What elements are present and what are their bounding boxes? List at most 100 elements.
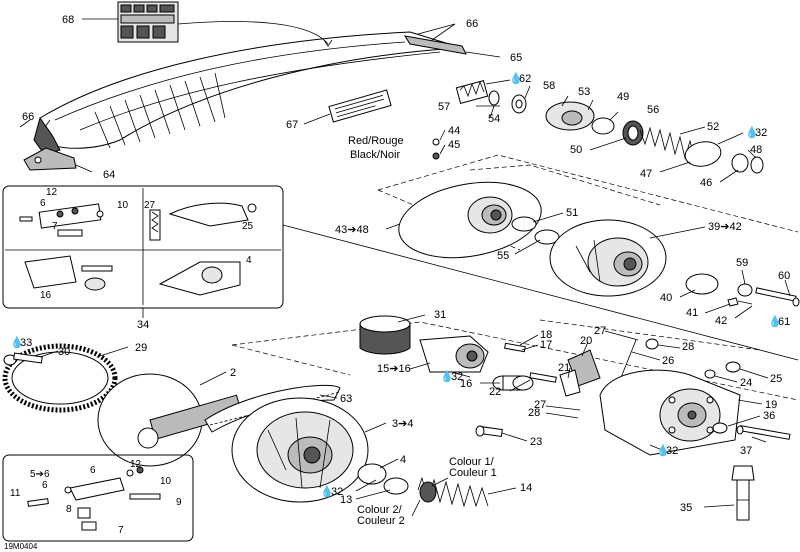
drop-icon: 💧	[320, 485, 334, 498]
callout-10: 10	[160, 476, 172, 487]
leader-lines	[19, 18, 791, 517]
ring-46	[731, 153, 749, 173]
callout-5-6: 5➔6	[30, 469, 50, 480]
callout-53: 53	[578, 86, 590, 98]
callout-42: 42	[715, 315, 727, 327]
colour-2-label-line2: Couleur 2	[357, 515, 405, 527]
bracket-64	[23, 147, 77, 171]
callout-6: 6	[90, 465, 96, 476]
drop-icon: 💧	[745, 126, 759, 139]
callout-50: 50	[570, 144, 582, 156]
drop-icon: 💧	[656, 444, 670, 457]
inset-box-34	[2, 185, 799, 361]
colour-2-label-line1: Colour 2/	[357, 504, 403, 516]
callout-25: 25	[770, 373, 782, 385]
callout-7: 7	[52, 221, 58, 232]
callout-61: 61	[778, 316, 790, 328]
inset-parts-topright	[149, 202, 257, 241]
spring-14	[417, 476, 489, 508]
callout-15-16: 15➔16	[377, 363, 411, 375]
callout-2: 2	[230, 367, 236, 379]
guard-ribs	[94, 72, 226, 149]
cover-31	[359, 315, 411, 355]
callout-34: 34	[137, 319, 149, 331]
washer-36	[712, 422, 728, 434]
callout-12: 12	[130, 459, 142, 470]
callout-62: 62	[519, 73, 531, 85]
callout-40: 40	[660, 292, 672, 304]
callout-63: 63	[340, 393, 352, 405]
callout-12: 12	[46, 187, 58, 198]
callout-65: 65	[510, 52, 522, 64]
decal-68	[117, 1, 333, 47]
drop-icon: 💧	[440, 370, 454, 383]
moveable-half-3-4	[231, 397, 369, 503]
ring-40	[685, 273, 719, 295]
callout-20: 20	[580, 335, 592, 347]
ring-56	[591, 117, 615, 135]
bolt-60	[755, 287, 800, 307]
drop-icon: 💧	[10, 336, 24, 349]
bolt-22	[529, 372, 557, 383]
callout-39-42: 39➔42	[708, 221, 742, 233]
callout-58: 58	[543, 80, 555, 92]
callout-16: 16	[40, 290, 52, 301]
callout-66: 66	[466, 18, 478, 30]
callout-27: 27	[534, 399, 546, 411]
ring-47	[684, 141, 722, 167]
callout-6: 6	[42, 480, 48, 491]
callout-41: 41	[686, 307, 698, 319]
callout-57: 57	[438, 101, 450, 113]
cap-28	[645, 338, 659, 350]
black-noir-label: Black/Noir	[350, 149, 400, 161]
callout-27: 27	[594, 325, 606, 337]
callout-32: 32	[331, 486, 343, 498]
callout-35: 35	[680, 502, 692, 514]
callout-29: 29	[135, 342, 147, 354]
washer-25	[725, 361, 741, 373]
callout-23: 23	[530, 436, 542, 448]
callout-49: 49	[617, 91, 629, 103]
guard-retainer-65	[403, 35, 467, 55]
colour-1-label-line2: Couleur 1	[449, 467, 497, 479]
sheave-43-48	[398, 138, 542, 259]
figure-code: 19M0404	[4, 542, 38, 551]
callout-52: 52	[707, 121, 719, 133]
callout-51: 51	[566, 207, 578, 219]
callout-32: 32	[755, 127, 767, 139]
bolt-18	[504, 342, 526, 353]
callout-27: 27	[144, 200, 156, 211]
callout-31: 31	[434, 309, 446, 321]
red-rouge-label: Red/Rouge	[348, 135, 404, 147]
callout-7: 7	[118, 525, 124, 536]
drop-icon: 💧	[768, 315, 782, 328]
callout-43-48: 43➔48	[335, 224, 369, 236]
callout-19: 19	[765, 399, 777, 411]
callout-26: 26	[662, 355, 674, 367]
callout-45: 45	[448, 139, 460, 151]
callout-6: 6	[40, 198, 46, 209]
drop-icon: 💧	[509, 72, 523, 85]
callout-47: 47	[640, 168, 652, 180]
driven-pulley-assembly	[455, 80, 764, 174]
callout-37: 37	[740, 445, 752, 457]
callout-22: 22	[489, 386, 501, 398]
washer-24	[704, 369, 716, 379]
callout-24: 24	[740, 377, 752, 389]
callout-32: 32	[451, 371, 463, 383]
callout-9: 9	[176, 497, 182, 508]
callout-16: 16	[460, 378, 472, 390]
inset-parts-bottomleft	[24, 255, 113, 291]
inset-parts-bottomright	[158, 261, 241, 296]
bolt-41	[727, 297, 753, 307]
callout-48: 48	[750, 144, 762, 156]
callout-3-4: 3➔4	[392, 418, 413, 430]
callout-10: 10	[117, 200, 129, 211]
callout-36: 36	[763, 410, 775, 422]
callout-54: 54	[488, 113, 500, 125]
inset-parts-topleft	[19, 203, 104, 237]
callout-60: 60	[778, 270, 790, 282]
colour-1-label-line1: Colour 1/	[449, 456, 495, 468]
callout-14: 14	[520, 482, 532, 494]
